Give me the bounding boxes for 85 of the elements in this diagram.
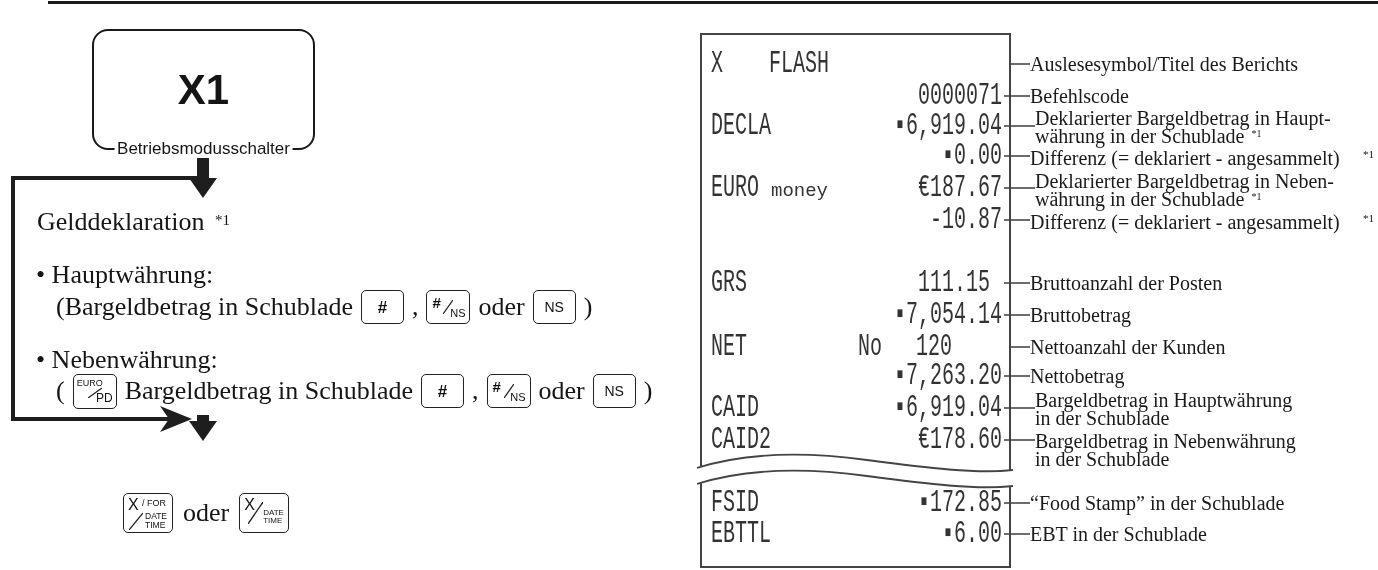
receipt-text: NET — [711, 334, 747, 360]
key-cap — [123, 493, 173, 533]
receipt-text: CAID — [711, 395, 759, 421]
key-legend: PD — [96, 391, 113, 404]
receipt-text: €178.60 — [918, 427, 1002, 453]
parenthesis: ) — [583, 292, 593, 322]
key-legend: NS — [450, 308, 466, 319]
bullet-heading: • Hauptwährung: — [36, 260, 214, 290]
key-cap: # — [361, 290, 404, 324]
key-legend: DATE TIME — [263, 509, 287, 525]
leader-line — [1003, 282, 1031, 284]
receipt-text: EURO — [711, 175, 759, 201]
connector-word: oder — [538, 376, 585, 406]
key-cap — [72, 373, 117, 409]
leader-line — [1003, 439, 1036, 441]
mode-label: X1 — [177, 68, 230, 111]
key-legend: DATE TIME — [145, 512, 170, 529]
receipt-text: 111.15 — [918, 270, 990, 296]
switch-caption: Betriebsmodusschalter — [114, 140, 293, 158]
receipt-text: ▪0.00 — [942, 143, 1002, 169]
leader-line — [1010, 63, 1031, 65]
receipt-text: CAID2 — [711, 427, 771, 453]
flow-arrow — [189, 157, 217, 198]
footnote-mark: *1 — [1363, 212, 1374, 224]
leader-line — [1003, 502, 1031, 504]
key-legend: # — [432, 295, 441, 310]
leader-line — [1003, 407, 1036, 409]
leader-line — [1003, 95, 1031, 97]
receipt-text: money — [771, 183, 828, 199]
separator-text: , — [412, 292, 419, 322]
key-legend: NS — [510, 392, 526, 403]
receipt-text: GRS — [711, 270, 747, 296]
receipt-text: ▪7,263.20 — [893, 363, 1002, 389]
flow-arrow — [189, 415, 217, 441]
key-legend: X — [128, 497, 139, 513]
leader-line — [1003, 155, 1031, 157]
connector-word: oder — [478, 292, 525, 322]
receipt-text: No — [858, 334, 882, 360]
receipt-text: 120 — [916, 334, 952, 360]
separator-text: , — [472, 376, 479, 406]
receipt-text: 0000071 — [918, 83, 1002, 109]
leader-line — [1003, 533, 1031, 535]
leader-line — [1003, 314, 1031, 316]
leader-line — [1003, 187, 1036, 189]
key-cap: NS — [592, 374, 636, 408]
receipt-text: FLASH — [769, 51, 829, 77]
receipt-text: ▪6.00 — [942, 521, 1002, 547]
receipt-text: ▪6,919.04 — [893, 395, 1002, 421]
leader-line — [1003, 125, 1036, 127]
parenthesis: ( — [56, 376, 65, 406]
receipt-text: ▪172.85 — [918, 490, 1002, 516]
key-cap — [486, 374, 531, 408]
receipt-text: ▪7,054.14 — [893, 302, 1002, 328]
instruction-text: (Bargeldbetrag in Schublade — [56, 292, 353, 322]
receipt-text: ▪6,919.04 — [893, 113, 1002, 139]
receipt-text: -10.87 — [930, 207, 1002, 233]
callout-text: Bargeldbetrag in Hauptwährung in der Schublade — [1035, 391, 1307, 427]
parenthesis: ) — [643, 376, 653, 406]
bullet-heading: • Nebenwährung: — [36, 345, 218, 375]
key-cap — [239, 493, 290, 533]
leader-line — [1003, 375, 1031, 377]
key-cap: # — [421, 374, 464, 408]
callout-text: Bargeldbetrag in Nebenwährung in der Schublade — [1035, 432, 1307, 468]
callout-text: Nettoanzahl der Kunden — [1030, 338, 1226, 356]
receipt-text: FSID — [711, 490, 759, 516]
instruction-text: Bargeldbetrag in Schublade — [124, 376, 413, 406]
receipt-text: EBTTL — [711, 521, 771, 547]
receipt-paper — [700, 33, 1011, 568]
step-heading: Gelddeklaration $^{*1}$ — [37, 207, 230, 237]
key-legend: / FOR — [142, 499, 166, 508]
key-legend: X — [244, 497, 255, 513]
connector-word: oder — [183, 498, 230, 528]
footnote-mark: *1 — [1363, 148, 1374, 160]
key-legend: # — [492, 379, 501, 394]
receipt-text: X — [711, 51, 723, 77]
receipt-text: DECLA — [711, 113, 771, 139]
callout-text: Befehlscode — [1030, 87, 1129, 105]
callout-text: Bruttoanzahl der Posten — [1030, 274, 1223, 292]
key-legend: EURO — [76, 378, 103, 388]
leader-line — [1003, 219, 1031, 221]
key-cap — [426, 290, 471, 324]
callout-text: EBT in der Schublade — [1030, 525, 1207, 543]
leader-line — [1010, 346, 1031, 348]
key-cap: NS — [532, 290, 576, 324]
receipt-text: €187.67 — [918, 175, 1002, 201]
